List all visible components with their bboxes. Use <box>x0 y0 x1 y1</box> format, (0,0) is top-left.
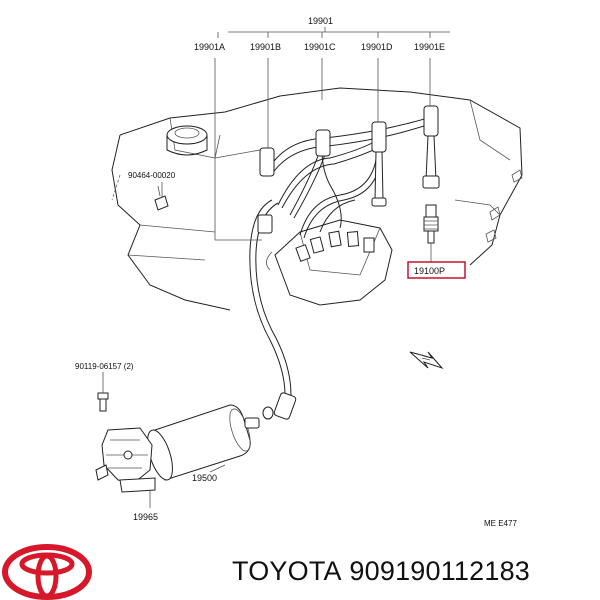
engine-block <box>111 87 523 311</box>
part-number: 909190112183 <box>349 556 531 586</box>
label-19100p: 19100P <box>414 266 445 276</box>
coil-bracket <box>95 427 156 493</box>
bolt <box>97 392 109 412</box>
label-19901e: 19901E <box>414 42 445 52</box>
label-19901b: 19901B <box>250 42 281 52</box>
toyota-logo-icon <box>2 544 92 600</box>
direction-arrow <box>409 351 444 370</box>
label-19901d: 19901D <box>361 42 393 52</box>
spark-plug <box>423 204 439 254</box>
brand-name: TOYOTA <box>232 556 342 586</box>
label-19500: 19500 <box>192 473 217 483</box>
ignition-coil <box>147 404 274 481</box>
distributor <box>266 219 393 306</box>
label-19901a: 19901A <box>194 42 225 52</box>
figure-code: ME E477 <box>484 519 517 528</box>
part-caption: TOYOTA 909190112183 <box>232 556 530 587</box>
label-90464-00020: 90464-00020 <box>128 171 176 180</box>
label-19901: 19901 <box>308 16 333 26</box>
plug-wires <box>249 105 440 420</box>
label-19901c: 19901C <box>304 42 336 52</box>
label-19965: 19965 <box>133 512 158 522</box>
wire-clamp <box>154 185 169 211</box>
spark-plug-highlight-box <box>407 261 466 279</box>
leader-lines <box>102 27 450 508</box>
label-90119-06157: 90119-06157 (2) <box>75 362 134 371</box>
